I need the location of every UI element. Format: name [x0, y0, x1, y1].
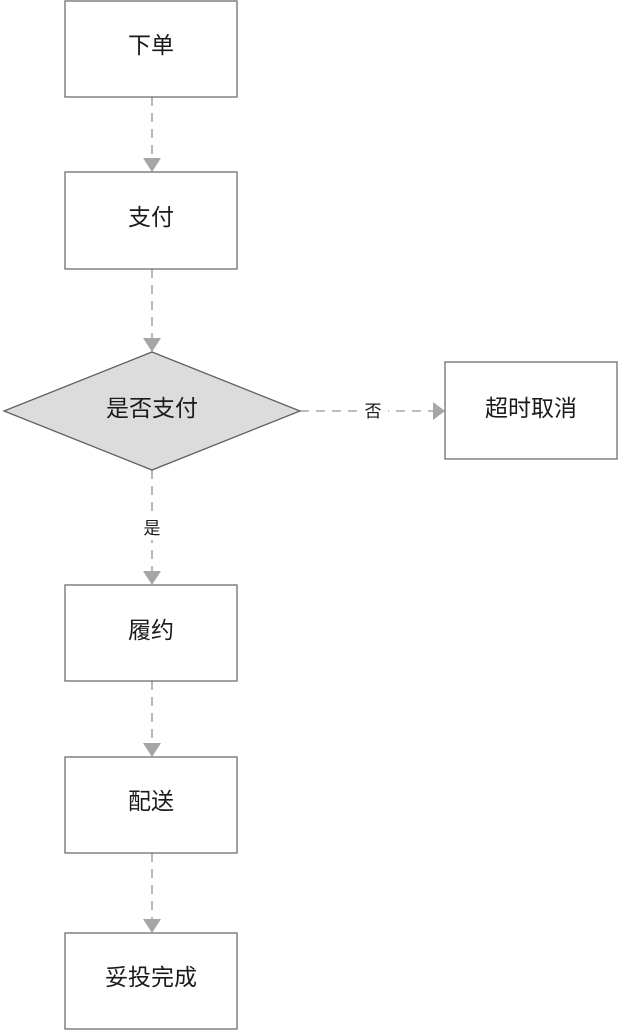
node-timeout-cancel-label: 超时取消: [485, 396, 577, 422]
node-complete-label: 妥投完成: [105, 965, 197, 991]
node-fulfill-label: 履约: [128, 618, 174, 644]
yes-label: 是: [144, 519, 161, 539]
arrowhead-deliver: [143, 743, 161, 757]
node-pay-label: 支付: [128, 205, 174, 231]
no-label-bg: [358, 400, 388, 422]
arrowhead-complete: [143, 919, 161, 933]
edge-labels: 否 是: [140, 400, 388, 540]
node-paid-check: 是否支付: [2, 351, 302, 471]
node-order-label: 下单: [128, 33, 174, 59]
node-fulfill: 履约: [64, 584, 238, 682]
node-deliver: 配送: [64, 756, 238, 854]
decision-diamond: [2, 351, 302, 471]
arrowhead-check: [143, 338, 161, 352]
arrowhead-cancel: [433, 402, 445, 420]
node-paid-check-label: 是否支付: [106, 396, 198, 422]
node-fulfill-box: [64, 584, 238, 682]
node-timeout-cancel-box: [444, 361, 618, 460]
arrowhead-fulfill: [143, 571, 161, 585]
node-complete: 妥投完成: [64, 932, 238, 1030]
node-order: 下单: [64, 0, 238, 98]
node-deliver-label: 配送: [128, 789, 174, 815]
arrowhead-pay: [143, 158, 161, 172]
node-pay-box: [64, 171, 238, 270]
node-order-box: [64, 0, 238, 98]
yes-label-bg: [140, 518, 164, 540]
no-label: 否: [365, 402, 382, 422]
node-complete-box: [64, 932, 238, 1030]
node-timeout-cancel: 超时取消: [444, 361, 618, 460]
node-pay: 支付: [64, 171, 238, 270]
node-deliver-box: [64, 756, 238, 854]
